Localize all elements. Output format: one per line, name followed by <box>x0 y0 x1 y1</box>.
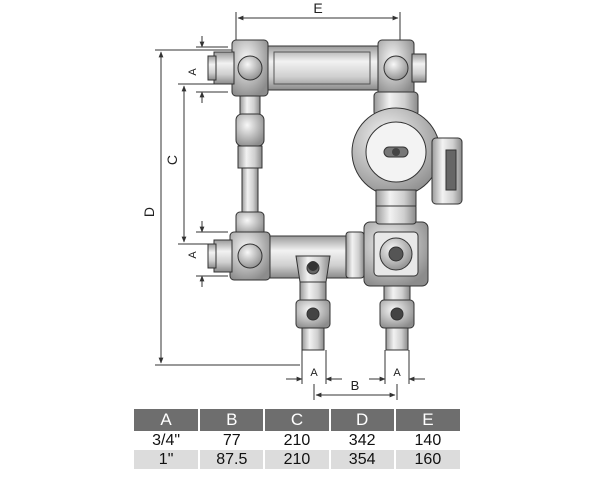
table-row: 1" 87.5 210 354 160 <box>134 450 460 469</box>
table-header-c: C <box>264 409 331 431</box>
thermometer-icon <box>308 261 318 271</box>
table-cell: 160 <box>394 450 460 469</box>
dimension-a-bottom-left <box>286 350 342 384</box>
dimension-c-label: C <box>164 155 180 165</box>
table-cell: 77 <box>199 431 266 450</box>
dimension-a-upper-label: A <box>187 68 199 76</box>
pump-motor-icon <box>392 148 400 156</box>
table-header-d: D <box>329 409 396 431</box>
dimensions-table: A B C D E 3/4" 77 210 342 140 1" 87.5 21… <box>134 409 460 469</box>
table-header-row: A B C D E <box>134 409 460 431</box>
table-cell: 87.5 <box>199 450 266 469</box>
table-cell: 140 <box>394 431 460 450</box>
dimension-a-lower-label: A <box>187 251 199 259</box>
table-row: 3/4" 77 210 342 140 <box>134 431 460 450</box>
table-cell: 354 <box>329 450 396 469</box>
dimension-b-label: B <box>351 378 360 393</box>
table-cell: 210 <box>264 431 331 450</box>
dimension-a-lower <box>196 221 228 287</box>
dimension-a-bottom-right <box>369 350 425 384</box>
pipework <box>207 39 463 351</box>
dimension-a-bottom-right-label: A <box>393 367 401 379</box>
pump-group-drawing: E D C A A A A <box>141 0 463 400</box>
table-header-e: E <box>394 409 460 431</box>
dimension-a-bottom-left-label: A <box>310 367 318 379</box>
dimension-d <box>155 49 300 366</box>
dimension-c <box>178 83 230 245</box>
table-cell: 210 <box>264 450 331 469</box>
table-cell: 1" <box>134 450 201 469</box>
dimension-d-label: D <box>141 207 157 217</box>
dimension-a-upper <box>196 36 228 103</box>
table-header-a: A <box>134 409 201 431</box>
dimension-b <box>313 384 398 400</box>
dimension-e-label: E <box>313 0 322 16</box>
table-cell: 342 <box>329 431 396 450</box>
table-header-b: B <box>199 409 266 431</box>
table-cell: 3/4" <box>134 431 201 450</box>
